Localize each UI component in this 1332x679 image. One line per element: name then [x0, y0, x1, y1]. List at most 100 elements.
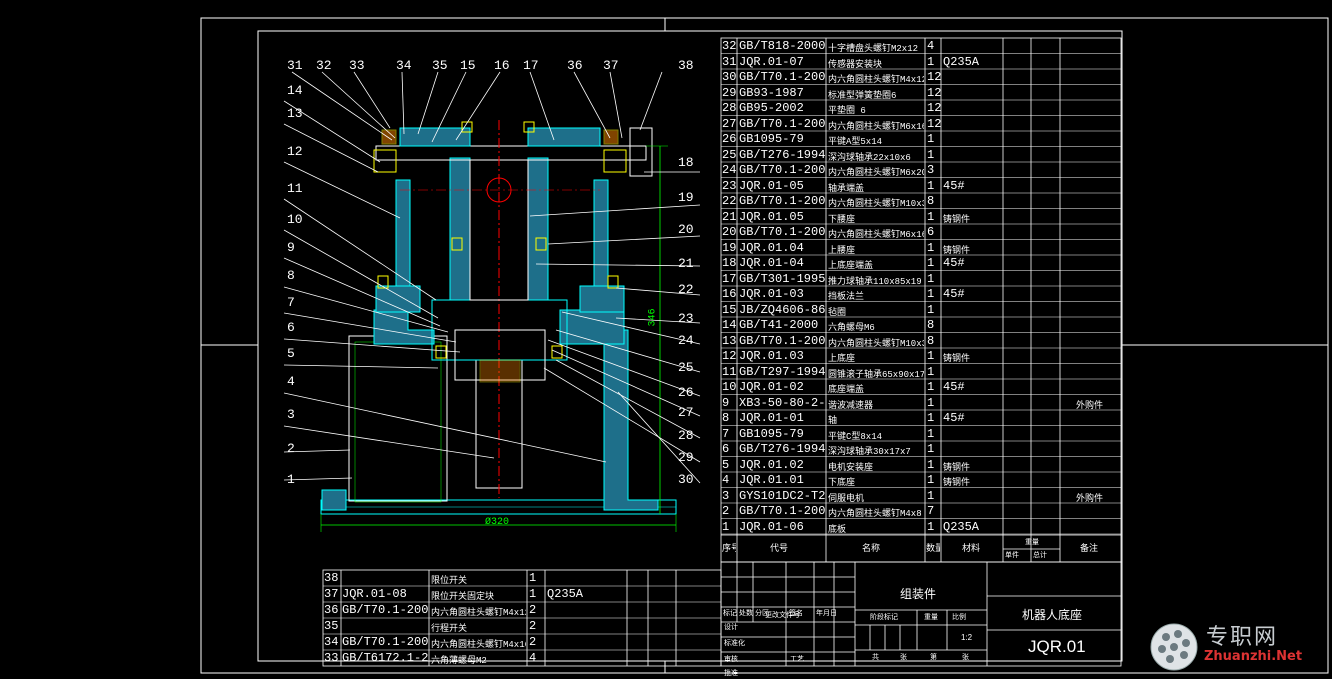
bom-row-5-mat: 铸钢件: [943, 462, 971, 473]
bom-row-29-no: 29: [722, 85, 737, 100]
bom-row-19-name: 上腰座: [828, 245, 856, 256]
bom-row-18-code: JQR.01-04: [739, 256, 804, 270]
bom-row-31-qty: 1: [927, 54, 935, 69]
callout-3: 3: [287, 407, 295, 422]
bom-header-code: 代号: [770, 544, 789, 554]
callout-21: 21: [678, 256, 694, 271]
callout-19: 19: [678, 190, 694, 205]
bom-row-22-no: 22: [722, 194, 737, 208]
bom-row-28-qty: 12: [927, 101, 941, 115]
bom-row-26-name: 平键A型5x14: [828, 137, 883, 147]
tb-label-0: 标记: [723, 610, 737, 617]
bom-row-23-name: 轴承端盖: [828, 183, 865, 194]
bom-row-2-name: 内六角圆柱头螺钉M4x8: [828, 509, 922, 519]
callout-17: 17: [523, 58, 539, 73]
bom-row-25-code: GB/T276-1994: [739, 147, 825, 162]
bom-row-21-no: 21: [722, 209, 737, 224]
tb-drawing-name: 机器人底座: [1022, 608, 1083, 622]
bom-row-14-name: 六角螺母M6: [828, 323, 875, 333]
bom-row-17-name: 推力球轴承110x85x19: [828, 276, 922, 287]
bom-row-23-mat: 45#: [943, 178, 965, 193]
bom-row-9-name: 谐波减速器: [828, 400, 874, 411]
bom-row-8-code: JQR.01-01: [739, 411, 804, 425]
bom-row-31-no: 31: [722, 54, 737, 69]
bom-row-5-code: JQR.01.02: [739, 457, 804, 472]
tb-label-7: 标准化: [724, 640, 745, 647]
bom-row-27-code: GB/T70.1-2000: [739, 116, 825, 131]
bom-row-16-qty: 1: [927, 287, 935, 301]
bom-row-5-name: 电机安装座: [828, 462, 874, 473]
bom-row-26-qty: 1: [927, 132, 935, 146]
bom2-row-37-mat: Q235A: [547, 587, 584, 601]
assembly-section-view: [320, 120, 677, 532]
bom-header-note: 备注: [1080, 544, 1099, 554]
bom-row-10-code: JQR.01-02: [739, 380, 804, 394]
bom-row-27-name: 内六角圆柱头螺钉M6x16: [828, 121, 924, 132]
dim-width: Ø320: [485, 517, 510, 528]
bom2-row-38-name: 限位开关: [431, 576, 468, 586]
callout-36: 36: [567, 58, 583, 73]
title-block-grid: [720, 561, 1122, 667]
bom-row-4-no: 4: [722, 473, 730, 487]
bom-row-17-no: 17: [722, 271, 737, 286]
bom-row-21-name: 下腰座: [828, 214, 856, 225]
callout-2: 2: [287, 441, 295, 456]
callout-28: 28: [678, 428, 694, 443]
bom-header-name: 名称: [862, 544, 881, 554]
watermark-en: Zhuanzhi.Net: [1204, 649, 1303, 664]
tb-label-6: 设计: [724, 624, 738, 631]
bom-row-15-qty: 1: [927, 302, 935, 317]
bom-row-24-code: GB/T70.1-2000: [739, 163, 825, 177]
bom-row-10-no: 10: [722, 380, 737, 394]
watermark: 专职网 Zhuanzhi.Net: [1148, 621, 1326, 671]
tb-scale: 1:2: [961, 633, 973, 642]
bom-header-qty: 数量: [926, 544, 940, 554]
bom-row-5-qty: 1: [927, 457, 935, 472]
bom-row-16-no: 16: [722, 287, 737, 301]
bom2-row-35-qty: 2: [529, 619, 537, 633]
bom2-row-34-qty: 2: [529, 635, 537, 649]
callout-33: 33: [349, 58, 365, 73]
tb-label-1: 处数: [739, 610, 753, 617]
bom2-row-33-qty: 4: [529, 651, 537, 665]
bom-row-9-code: XB3-50-80-2-6: [739, 395, 825, 410]
bom-row-23-qty: 1: [927, 178, 935, 193]
bom2-row-33-code: GB/T6172.1-2000: [342, 651, 428, 665]
bom2-row-37-name: 限位开关固定块: [431, 592, 495, 602]
bom-row-12-code: JQR.01.03: [739, 349, 804, 363]
bom-row-32-qty: 4: [927, 39, 935, 53]
bom-row-22-qty: 8: [927, 194, 935, 208]
bom-row-21-mat: 铸钢件: [943, 214, 971, 225]
bom-row-20-qty: 6: [927, 225, 935, 239]
bom-row-25-no: 25: [722, 147, 737, 162]
bom-row-11-qty: 1: [927, 364, 935, 379]
callout-37: 37: [603, 58, 619, 73]
bom-row-3-qty: 1: [927, 488, 935, 503]
bom-row-4-qty: 1: [927, 473, 935, 487]
bom-row-19-mat: 铸钢件: [943, 245, 971, 256]
bom-row-1-name: 底板: [828, 524, 847, 535]
bom-row-15-code: JB/ZQ4606-86: [739, 302, 825, 317]
bom-row-12-mat: 铸钢件: [943, 354, 971, 364]
callout-31: 31: [287, 58, 303, 73]
bom-row-15-no: 15: [722, 302, 737, 317]
tb-label-14: 共: [872, 654, 879, 661]
bom2-row-36-name: 内六角圆柱头螺钉M4x12: [431, 608, 526, 618]
bom2-row-36-qty: 2: [529, 603, 537, 617]
bom-row-30-qty: 12: [927, 70, 941, 84]
bom-row-6-name: 深沟球轴承30x17x7: [828, 447, 911, 457]
bom-row-13-qty: 8: [927, 333, 935, 348]
callout-8: 8: [287, 268, 295, 283]
callout-20: 20: [678, 222, 694, 237]
callout-11: 11: [287, 181, 303, 196]
bom-row-32-no: 32: [722, 39, 737, 53]
bom-row-12-qty: 1: [927, 349, 935, 363]
callout-9: 9: [287, 240, 295, 255]
bom-row-19-qty: 1: [927, 240, 935, 255]
bom-row-18-qty: 1: [927, 256, 935, 270]
bom-row-4-mat: 铸钢件: [943, 478, 971, 488]
bom2-row-33-no: 33: [324, 651, 339, 665]
bom-row-17-code: GB/T301-1995: [739, 271, 825, 286]
bom-row-26-code: GB1095-79: [739, 132, 804, 146]
